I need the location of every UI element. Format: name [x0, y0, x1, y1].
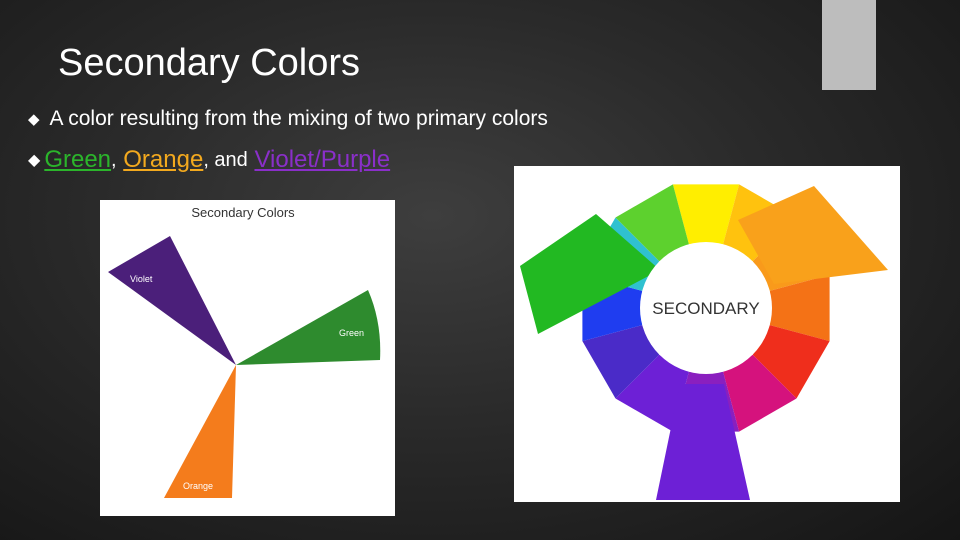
orange-blade	[164, 365, 236, 498]
secondary-color-wheel-image: SECONDARY	[514, 166, 900, 502]
green-label: Green	[339, 328, 364, 338]
violet-enlarged-segment	[656, 384, 750, 500]
violet-purple-text: Violet/Purple	[254, 146, 391, 173]
wheel-segment	[723, 354, 797, 432]
and-separator: , and	[203, 148, 248, 171]
green-blade	[236, 290, 381, 365]
wheel-segment	[582, 325, 660, 399]
wheel-segment	[615, 354, 689, 432]
orange-label: Orange	[183, 481, 213, 491]
orange-enlarged-segment	[738, 186, 888, 284]
bullet-definition-text: A color resulting from the mixing of two…	[49, 107, 548, 130]
diamond-bullet-icon: ◆	[28, 152, 41, 169]
green-text: Green	[44, 146, 112, 173]
color-wheel: SECONDARY	[520, 184, 888, 500]
secondary-colors-blade-image: Secondary Colors Violet Green Orange	[100, 200, 395, 516]
violet-label: Violet	[130, 274, 153, 284]
blade-diagram: Secondary Colors Violet Green Orange	[108, 205, 381, 498]
wheel-segment	[769, 274, 830, 342]
slide-title: Secondary Colors	[58, 42, 361, 84]
wheel-center-label: SECONDARY	[652, 299, 759, 318]
wheel-segment	[615, 184, 689, 262]
wheel-segment	[752, 325, 830, 399]
wheel-center	[640, 242, 772, 374]
blade-diagram-title: Secondary Colors	[191, 205, 295, 220]
orange-text: Orange	[123, 146, 204, 173]
green-enlarged-segment	[520, 214, 660, 334]
violet-blade	[108, 236, 236, 365]
bullet-definition: ◆ A color resulting from the mixing of t…	[28, 107, 548, 131]
decorative-gray-tab	[822, 0, 876, 90]
wheel-segment	[672, 184, 740, 245]
comma-separator: ,	[111, 148, 117, 171]
bullet-secondary-list: ◆ Green, Orange, and Violet/Purple	[28, 146, 390, 174]
diamond-bullet-icon: ◆	[28, 111, 40, 128]
